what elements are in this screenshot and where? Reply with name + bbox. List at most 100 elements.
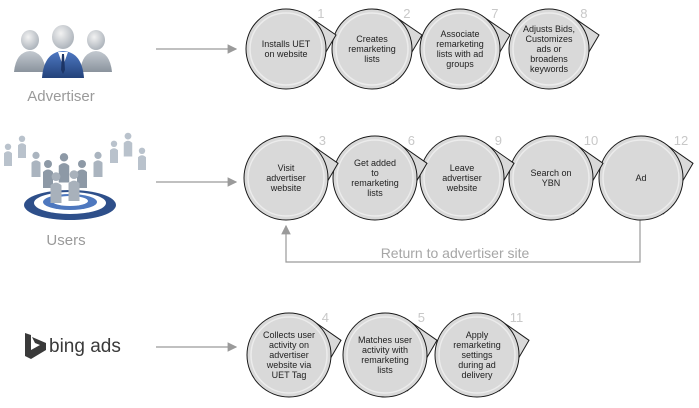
step-ring	[512, 12, 586, 86]
person-figure	[58, 153, 70, 183]
step-label-line: Search on	[530, 168, 571, 178]
step-label-line: remarketing	[453, 340, 501, 350]
step-circle	[419, 8, 501, 90]
step-label-line: UET Tag	[272, 370, 307, 380]
step-number: 2	[403, 6, 410, 21]
step-circle	[434, 312, 520, 398]
step-ring	[250, 316, 328, 394]
step-number: 4	[322, 310, 329, 325]
step-number: 8	[580, 6, 587, 21]
step-label: Ad	[635, 173, 646, 183]
person-figure	[50, 172, 62, 203]
step-label-line: YBN	[542, 178, 561, 188]
step-label-line: Matches user	[358, 335, 412, 345]
step-label-line: lists	[364, 54, 380, 64]
svg-text:bing ads: bing ads	[49, 336, 121, 357]
step-label-line: broadens	[530, 54, 568, 64]
step-ring	[438, 316, 516, 394]
step-label-line: settings	[461, 350, 493, 360]
step-label-line: activity with	[362, 345, 408, 355]
step-label-line: groups	[446, 59, 474, 69]
step-label-line: advertiser	[266, 173, 306, 183]
step-label-line: Get added	[354, 158, 396, 168]
step-label-line: advertiser	[269, 350, 309, 360]
advertiser-group-icon	[14, 25, 112, 78]
person-figure	[77, 160, 87, 188]
step-ring	[336, 139, 414, 217]
users-label: Users	[46, 232, 85, 249]
step-label-line: advertiser	[442, 173, 482, 183]
step-label-line: Apply	[466, 330, 489, 340]
step-ring	[335, 12, 409, 86]
bing-ads-logo: bing ads	[25, 333, 121, 359]
person-figure	[4, 143, 12, 166]
step-ring	[346, 316, 424, 394]
step-label-line: lists with ad	[437, 49, 484, 59]
return-loop	[281, 218, 641, 263]
step-circle	[245, 8, 327, 90]
step-circle	[419, 135, 505, 221]
step-label-line: lists	[377, 365, 393, 375]
person-figure	[110, 140, 118, 163]
step-label-line: Ad	[635, 173, 646, 183]
step-label-line: Leave	[450, 163, 475, 173]
step-ring	[247, 139, 325, 217]
step-label-line: on website	[264, 49, 307, 59]
step-ring	[249, 12, 323, 86]
step-label-line: keywords	[530, 64, 569, 74]
step-label-line: website via	[266, 360, 312, 370]
step-circle	[243, 135, 329, 221]
step-number: 12	[674, 133, 688, 148]
step-label-line: Visit	[278, 163, 295, 173]
step-12: Ad 12	[598, 133, 694, 221]
person-figure	[18, 135, 26, 158]
users-target-icon	[4, 132, 146, 220]
step-label-line: remarketing	[361, 355, 409, 365]
step-circle	[246, 312, 332, 398]
step-circle	[508, 8, 590, 90]
step-number: 11	[510, 310, 524, 325]
actor-connectors	[156, 44, 238, 352]
person-figure	[138, 147, 146, 170]
step-label-line: Collects user	[263, 330, 315, 340]
step-label-line: website	[270, 183, 302, 193]
step-number: 9	[495, 133, 502, 148]
step-ring	[602, 139, 680, 217]
step-label-line: Customizes	[525, 34, 573, 44]
crowd-icon	[4, 132, 146, 203]
person-figure	[43, 160, 53, 188]
step-number: 7	[491, 6, 498, 21]
step-label-line: ads or	[536, 44, 561, 54]
step-label-line: Associate	[440, 29, 479, 39]
step-number: 5	[418, 310, 425, 325]
person-figure	[31, 151, 41, 177]
step-label-line: Adjusts Bids,	[523, 24, 575, 34]
step-number: 10	[584, 133, 598, 148]
step-ring	[423, 139, 501, 217]
step-label-line: lists	[367, 188, 383, 198]
person-figure	[68, 170, 80, 201]
step-ring	[512, 139, 590, 217]
person-figure	[123, 132, 133, 157]
